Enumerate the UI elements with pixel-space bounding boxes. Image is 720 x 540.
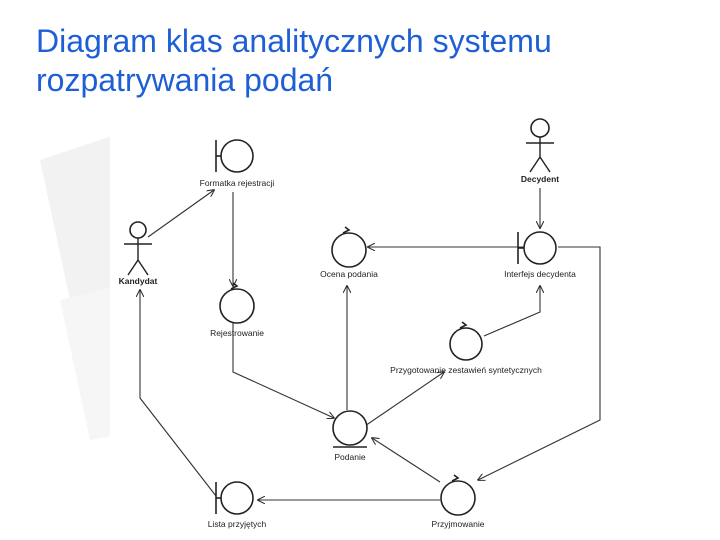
edge-kandydat-formatka [147, 190, 214, 238]
label-przygotowanie-zestawien: Przygotowanie zestawień syntetycznych [390, 365, 542, 375]
label-kandydat: Kandydat [119, 276, 158, 286]
edge-rejestrowanie-podanie [232, 322, 334, 418]
edge-interfejs-przyjmowanie [478, 246, 601, 480]
title-line-2: rozpatrywania podań [36, 62, 334, 98]
edge-przygotowanie-interfejs [483, 286, 540, 337]
label-rejestrowanie: Rejestrowanie [210, 328, 264, 338]
label-lista-przyjetych: Lista przyjętych [208, 519, 267, 529]
node-przygotowanie-zestawien: Przygotowanie zestawień syntetycznych [390, 321, 542, 375]
label-formatka-rejestracji: Formatka rejestracji [200, 178, 275, 188]
edge-podanie-przygotowanie [361, 372, 444, 429]
node-lista-przyjetych: Lista przyjętych [208, 481, 267, 529]
node-interfejs-decydenta: Interfejs decydenta [504, 231, 576, 279]
node-formatka-rejestracji: Formatka rejestracji [200, 139, 275, 188]
actor-decydent: Decydent [521, 118, 559, 184]
diagram-edges [140, 188, 601, 500]
label-decydent: Decydent [521, 174, 559, 184]
label-interfejs-decydenta: Interfejs decydenta [504, 269, 576, 279]
node-podanie: Podanie [332, 410, 368, 462]
edge-przyjmowanie-podanie [372, 438, 441, 483]
label-podanie: Podanie [334, 452, 365, 462]
node-przyjmowanie: Przyjmowanie [432, 474, 485, 529]
label-przyjmowanie: Przyjmowanie [432, 519, 485, 529]
actor-kandydat: Kandydat [119, 221, 158, 286]
node-ocena-podania: Ocena podania [320, 226, 378, 279]
slide-title: Diagram klas analitycznych systemu rozpa… [36, 22, 696, 100]
diagram-canvas [110, 108, 610, 540]
label-ocena-podania: Ocena podania [320, 269, 378, 279]
edge-lista-kandydat [140, 290, 217, 497]
title-line-1: Diagram klas analitycznych systemu [36, 23, 552, 59]
node-rejestrowanie: Rejestrowanie [210, 282, 264, 338]
